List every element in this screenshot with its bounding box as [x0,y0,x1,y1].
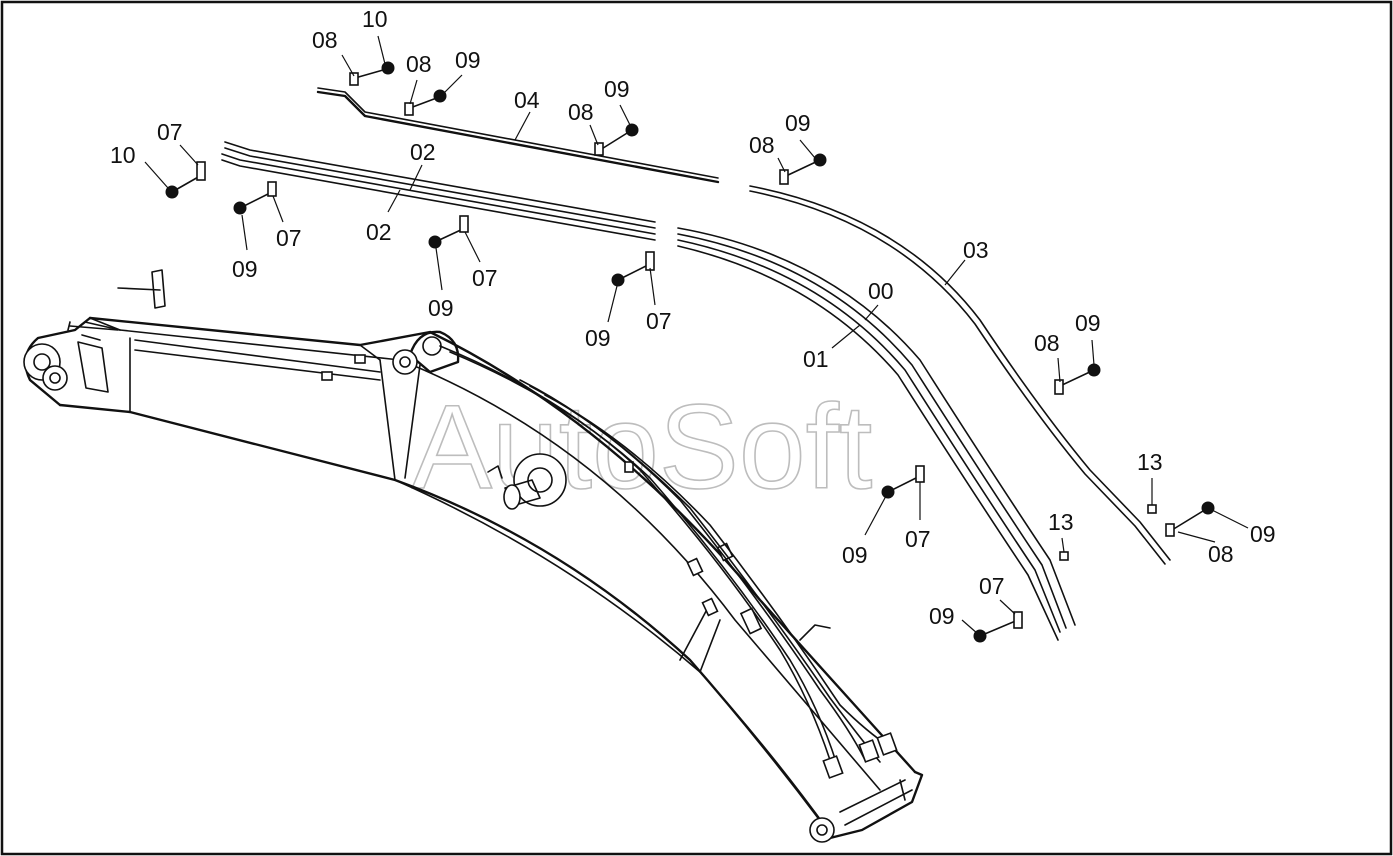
callout-label: 07 [276,225,302,251]
callout-label: 08 [406,51,432,77]
watermark-text: AutoSoft [412,380,872,514]
callout-label: 09 [428,295,454,321]
callout-label: 07 [979,573,1005,599]
callout-label: 08 [749,132,775,158]
pipe-00-01 [677,227,1076,641]
callout-label: 09 [929,603,955,629]
callout-label: 02 [410,139,436,165]
callout-label: 02 [366,219,392,245]
callout-label: 07 [646,308,672,334]
pipe-03 [749,185,1171,565]
callout-label: 09 [585,325,611,351]
callout-label: 09 [1250,521,1276,547]
callout-label: 09 [232,256,258,282]
callout-label: 01 [803,346,829,372]
pipe-04 [316,87,720,184]
fasteners [165,61,1215,643]
callout-label: 07 [472,265,498,291]
callout-label: 09 [785,110,811,136]
callout-label: 13 [1048,509,1074,535]
leader-lines [144,35,1249,635]
callout-labels: 10 08 08 09 04 08 09 07 10 02 02 07 09 0… [110,6,1276,629]
callout-label: 00 [868,278,894,304]
callout-label: 13 [1137,449,1163,475]
callout-label: 09 [455,47,481,73]
callout-label: 07 [157,119,183,145]
callout-label: 04 [514,87,540,113]
callout-label: 08 [568,99,594,125]
callout-label: 08 [312,27,338,53]
boom-assembly [23,269,924,843]
callout-label: 09 [842,542,868,568]
pipe-02 [221,141,656,241]
callout-label: 07 [905,526,931,552]
callout-label: 09 [1075,310,1101,336]
callout-label: 09 [604,76,630,102]
callout-label: 10 [110,142,136,168]
callout-label: 08 [1034,330,1060,356]
callout-label: 08 [1208,541,1234,567]
callout-label: 03 [963,237,989,263]
callout-label: 10 [362,6,388,32]
